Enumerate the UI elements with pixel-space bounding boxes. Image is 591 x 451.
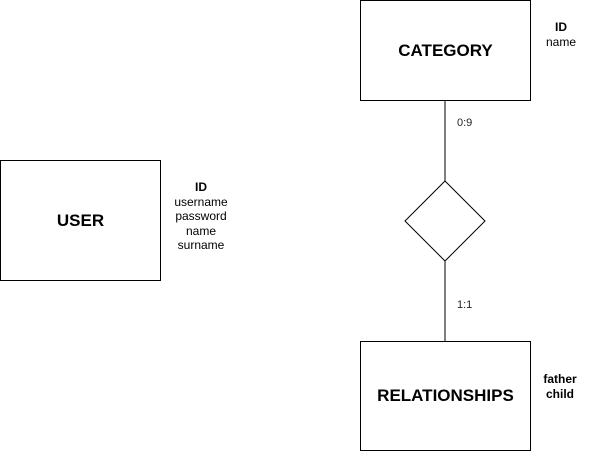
user-attr-username: username — [174, 194, 228, 209]
entity-relationships-title: RELATIONSHIPS — [377, 386, 514, 405]
entity-category-title: CATEGORY — [398, 40, 493, 60]
category-attr-id: ID — [555, 20, 567, 34]
user-attr-name: name — [185, 223, 217, 238]
entity-category-attributes: ID name — [538, 20, 584, 49]
category-attr-name: name — [545, 34, 577, 49]
entity-user-title: USER — [56, 210, 105, 230]
entity-category[interactable]: CATEGORY — [360, 0, 531, 101]
relationship-diamond[interactable] — [404, 180, 486, 262]
relationships-attr-father: father — [543, 372, 577, 386]
entity-user-attributes: ID username password name surname — [165, 180, 237, 253]
entity-relationships-attributes: father child — [536, 372, 584, 401]
user-attr-id: ID — [195, 180, 207, 194]
user-attr-surname: surname — [177, 238, 225, 252]
cardinality-category: 0:9 — [457, 117, 473, 129]
entity-user[interactable]: USER — [0, 160, 161, 281]
user-attr-password: password — [175, 209, 227, 223]
entity-relationships[interactable]: RELATIONSHIPS — [360, 341, 531, 451]
relationships-attr-child: child — [545, 386, 574, 401]
cardinality-relationships: 1:1 — [457, 299, 473, 311]
